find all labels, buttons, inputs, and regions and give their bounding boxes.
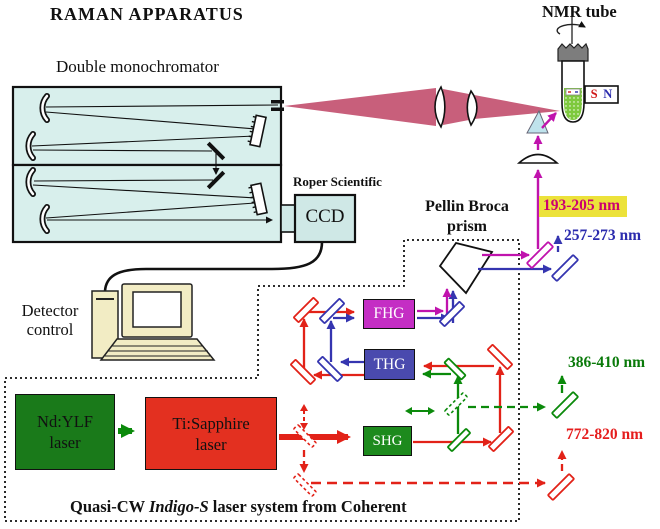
- flip-mirror-icon: [444, 392, 468, 416]
- wavelength-772-820: 772-820 nm: [566, 426, 644, 443]
- collected-light-beam: [284, 88, 560, 126]
- turning-prism-icon: [526, 109, 549, 134]
- nmr-tube-icon: [556, 17, 619, 123]
- dashed-red-beams: [299, 450, 567, 488]
- rotation-arrow-icon: [556, 21, 586, 35]
- mirror-icon: [551, 391, 579, 419]
- magnet-icon: [584, 85, 619, 104]
- detector-control-label: Detector control: [21, 301, 79, 339]
- mirror-icon: [526, 241, 554, 269]
- mirror-icon: [488, 426, 514, 452]
- thg-box: THG: [364, 349, 415, 380]
- laser-system-boundary: [4, 239, 520, 522]
- pellin-broca-label: Pellin Broca prism: [425, 198, 509, 235]
- mirror-icon: [447, 428, 471, 452]
- exit-slit-icon: [271, 100, 284, 111]
- nmr-tube-label: NMR tube: [542, 2, 617, 21]
- dichroic-mirror-icon: [319, 298, 345, 324]
- computer-icon: [91, 283, 216, 361]
- ccd-detector: [280, 193, 357, 244]
- mirror-icon: [443, 357, 467, 381]
- double-monochromator-box: [11, 85, 284, 244]
- stir-bar-icon: [565, 88, 581, 96]
- mirror-icon: [487, 344, 513, 370]
- monochromator-beam-lines: [31, 104, 279, 224]
- mirror-icon: [293, 297, 319, 323]
- tisapphire-laser-box: Ti:Sapphire laser: [145, 397, 277, 470]
- wavelength-257-273: 257-273 nm: [564, 227, 642, 244]
- flat-mirror-icon: [206, 141, 226, 190]
- collection-lens-icon: [434, 85, 478, 129]
- wavelength-386-410: 386-410 nm: [568, 354, 646, 371]
- mirror-icon: [547, 473, 575, 501]
- magnet-poles-label: S N: [590, 87, 613, 101]
- roper-scientific-label: Roper Scientific: [293, 174, 382, 189]
- shg-box: SHG: [363, 426, 412, 456]
- pellin-broca-prism-icon: [438, 241, 494, 295]
- ccd-cable: [103, 241, 324, 292]
- dichroic-mirror-icon: [317, 356, 343, 382]
- grating-icon: [248, 182, 268, 216]
- ndylf-laser-box: Nd:YLF laser: [15, 394, 115, 470]
- flip-mirror-icon: [293, 424, 317, 448]
- dashed-green-beams: [468, 375, 567, 412]
- page-title: RAMAN APPARATUS: [50, 4, 244, 24]
- flip-mirror-travel-arrow: [300, 404, 435, 430]
- tube-cap: [557, 42, 589, 62]
- mirror-icon: [551, 254, 579, 282]
- mirrors: [290, 241, 579, 501]
- mirror-icon: [290, 359, 316, 385]
- wavelength-193-205: 193-205 nm: [539, 196, 628, 217]
- grating-icon: [247, 114, 267, 148]
- uv-beam-to-tube: [541, 112, 557, 129]
- concave-mirror-icon: [25, 93, 50, 234]
- ccd-label: CCD: [305, 206, 345, 227]
- flip-mirror-icon: [293, 473, 317, 497]
- laser-system-caption: Quasi-CW Indigo-S laser system from Cohe…: [70, 497, 407, 516]
- mirror-icon: [439, 301, 465, 327]
- monochromator-label: Double monochromator: [56, 57, 219, 76]
- fhg-box: FHG: [363, 299, 415, 329]
- focus-lens-icon: [516, 153, 560, 164]
